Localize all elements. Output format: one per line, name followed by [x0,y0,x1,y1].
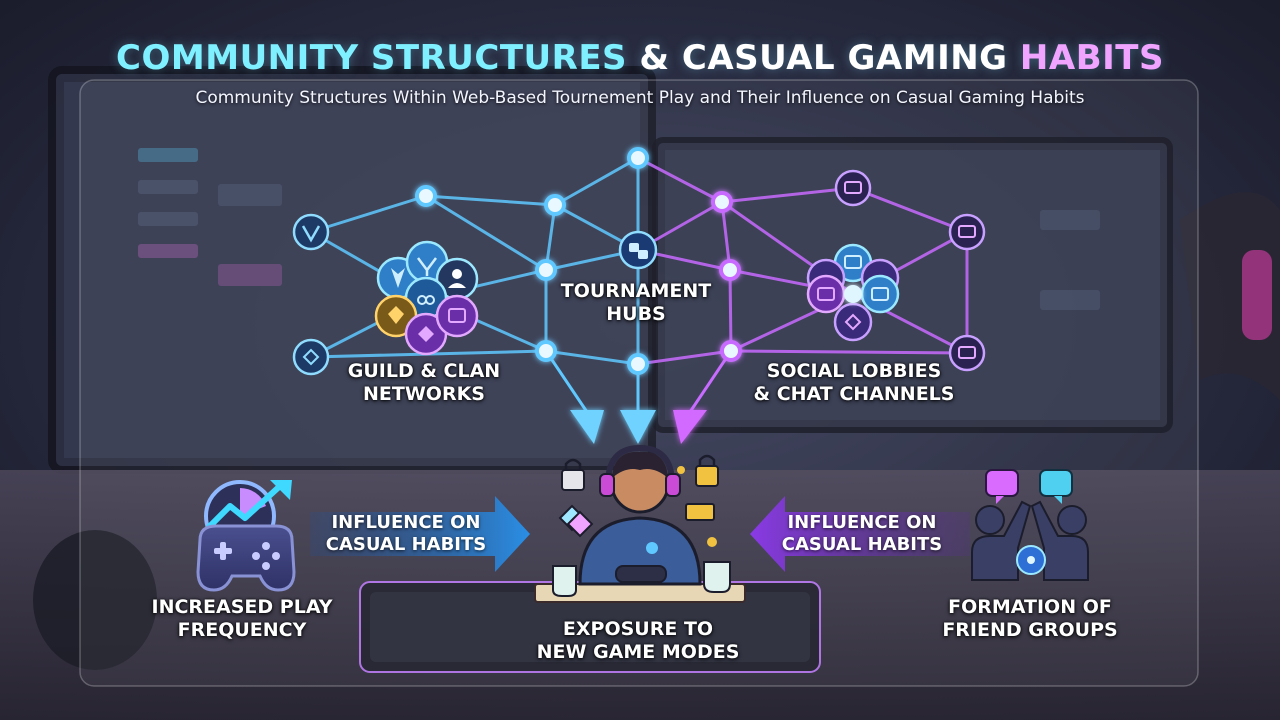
network-node [711,191,733,213]
tournament-hub-icon [618,230,658,270]
network-link [852,186,968,234]
outcome-label-new-modes: EXPOSURE TO NEW GAME MODES [536,618,740,663]
controller-growth-icon [196,480,296,592]
arrow-down-icon [620,410,656,444]
badge-icon [418,326,434,342]
influence-label-right: INFLUENCE ON CASUAL HABITS [781,512,943,555]
network-link [688,350,733,413]
node-label-tournament: TOURNAMENT HUBS [560,280,712,325]
network-node [719,259,741,281]
cup-icon [703,561,731,593]
network-link [545,349,639,366]
guild-clan-cluster [374,240,479,356]
network-link [425,194,547,272]
guild-side-icons [292,213,330,376]
network-link [637,349,732,366]
message-icon [958,225,976,238]
tree-icon [417,257,437,276]
network-link [728,269,733,352]
social-side-icons [834,169,986,372]
lock-icon [561,469,585,491]
network-link [425,194,556,207]
chat-bubble-icon [844,255,862,269]
page-subtitle: Community Structures Within Web-Based To… [195,88,1085,108]
page-title: COMMUNITY STRUCTURES & CASUAL GAMING HAB… [0,38,1280,78]
network-node [720,340,742,362]
node-label-guild: GUILD & CLAN NETWORKS [347,360,501,405]
user-icon [452,269,462,279]
network-link [721,186,854,204]
gamer-illustration [534,444,746,603]
outcome-label-friend-groups: FORMATION OF FRIEND GROUPS [942,596,1118,641]
title-part-1: COMMUNITY STRUCTURES [116,38,628,78]
arrow-down-icon [673,410,707,444]
chat-bubble-icon [871,287,889,301]
cup-icon [552,565,577,597]
network-node [627,147,649,169]
downward-arrows [570,410,707,444]
outcome-label-play-frequency: INCREASED PLAY FREQUENCY [151,596,333,641]
gamepad-icon [615,565,667,583]
network-node [535,259,557,281]
network-link [544,350,589,413]
arrow-down-icon [570,410,604,444]
gem-icon [388,306,404,324]
headset-icon [599,473,615,497]
chat-bubble-icon [817,287,835,301]
network-node [627,353,649,375]
network-node [544,194,566,216]
social-chat-cluster [806,243,900,342]
network-link [720,201,732,271]
network-node [535,340,557,362]
network-link [310,194,427,234]
message-icon [958,346,976,359]
title-part-2: & CASUAL GAMING [627,38,1020,78]
shield-leaf-icon [391,268,405,288]
network-node [415,185,437,207]
influence-arrow-right [750,496,970,572]
shield-icon [844,313,862,331]
network-link [637,156,723,204]
chat-icon [448,308,466,323]
lock-icon [695,465,719,487]
influence-arrow-left [310,496,530,572]
friends-highfive-icon [971,469,1089,581]
message-icon [844,181,862,194]
crest-icon [301,225,321,243]
node-label-social: SOCIAL LOBBIES & CHAT CHANNELS [753,360,955,405]
network-link [730,349,968,355]
influence-label-left: INFLUENCE ON CASUAL HABITS [325,512,487,555]
ticket-icon [685,503,715,521]
network-link [554,156,639,207]
emblem-icon [302,348,320,366]
title-part-3: HABITS [1019,38,1164,78]
